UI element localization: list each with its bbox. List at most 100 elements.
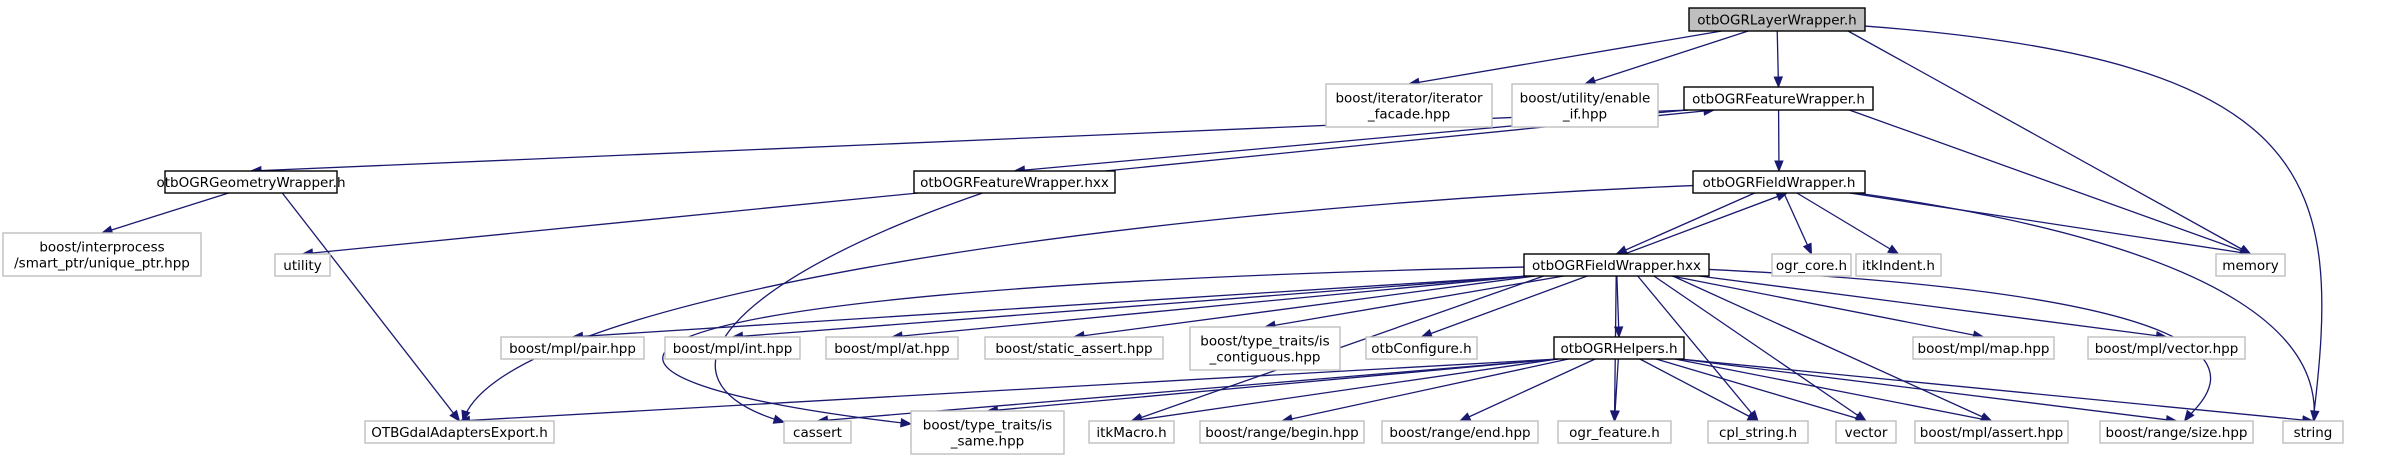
node-box [1088, 420, 1175, 444]
node-box [2215, 253, 2286, 277]
edge-fieldwrapper-h-to-fieldwrapper-hxx [1615, 192, 1755, 255]
node-fieldwrapper-h[interactable]: otbOGRFieldWrapper.h [1692, 170, 1866, 194]
edge-fieldwrapper-h-to-itkindent [1796, 192, 1900, 255]
node-range-size: boost/range/size.hpp [2099, 420, 2254, 444]
node-label: _same.hpp [950, 434, 1025, 450]
node-gdaladapters: OTBGdalAdaptersExport.h [364, 420, 555, 444]
edge-line [281, 192, 461, 422]
node-box [1557, 420, 1672, 444]
edge-line [1637, 275, 1759, 422]
node-featurewrapper-h[interactable]: otbOGRFeatureWrapper.h [1683, 86, 1874, 111]
edge-line [1864, 25, 2323, 422]
node-label: string [2294, 425, 2333, 441]
node-memory: memory [2215, 253, 2286, 277]
node-label: boost/mpl/at.hpp [834, 341, 950, 357]
node-box [1381, 420, 1539, 444]
edge-arrowhead [900, 418, 913, 428]
node-label: utility [283, 258, 321, 274]
node-itkindent: itkIndent.h [1855, 253, 1942, 277]
edge-geometrywrapper-h-to-smart-ptr [100, 192, 229, 235]
node-label: boost/range/size.hpp [2106, 425, 2248, 441]
edge-featurewrapper-h-to-fieldwrapper-h [1774, 109, 1784, 173]
edge-line [1679, 358, 2177, 422]
node-box [1553, 336, 1685, 360]
node-label: itkIndent.h [1862, 258, 1935, 274]
edge-line [1624, 192, 1788, 255]
node-label: boost/mpl/int.hpp [673, 341, 793, 357]
edge-line [987, 358, 1559, 412]
node-label: boost/range/end.hpp [1389, 425, 1530, 441]
node-box [2282, 420, 2344, 444]
node-box [1692, 170, 1866, 194]
edge-fieldwrapper-hxx-to-otbconfigure [1420, 275, 1588, 338]
edge-line [1584, 30, 1749, 85]
node-box [1365, 336, 1478, 360]
edge-layerwrapper-h-to-featurewrapper-h [1773, 30, 1783, 89]
node-ogr-core: ogr_core.h [1771, 253, 1852, 277]
node-box [164, 170, 338, 194]
edge-fieldwrapper-hxx-to-mpl-pair [571, 275, 1529, 342]
node-box [1199, 420, 1365, 444]
edge-line [1264, 275, 1564, 328]
edge-line [1847, 30, 2251, 255]
edge-arrowhead [449, 409, 461, 423]
edge-line [101, 192, 229, 234]
edge-arrowhead [1420, 328, 1433, 338]
node-fieldwrapper-hxx[interactable]: otbOGRFieldWrapper.hxx [1523, 253, 1710, 277]
edge-line [1796, 192, 1899, 255]
node-smart-ptr: boost/interprocess/smart_ptr/unique_ptr.… [2, 232, 202, 277]
edge-featurewrapper-h-to-memory [1849, 109, 2252, 255]
node-label: _if.hpp [1562, 107, 1607, 123]
edge-line [1783, 192, 1813, 255]
edge-line [1408, 30, 1722, 85]
edge-fieldwrapper-hxx-to-ogrhelpers [1613, 275, 1624, 339]
node-itkmacro: itkMacro.h [1088, 420, 1175, 444]
edge-arrowhead [1887, 244, 1900, 255]
node-enable-if: boost/utility/enable_if.hpp [1511, 83, 1659, 128]
node-geometrywrapper-h[interactable]: otbOGRGeometryWrapper.h [156, 170, 346, 194]
node-label: boost/utility/enable [1520, 91, 1651, 107]
edge-ogrhelpers-to-mpl-assert [1674, 358, 1993, 424]
node-featurewrapper-hxx[interactable]: otbOGRFeatureWrapper.hxx [913, 170, 1116, 194]
node-box [913, 170, 1116, 194]
edge-line [1653, 275, 1867, 422]
node-box [1523, 253, 1710, 277]
node-ogrhelpers[interactable]: otbOGRHelpers.h [1553, 336, 1685, 360]
edge-arrowhead [2183, 409, 2195, 423]
node-label: _facade.hpp [1367, 107, 1450, 123]
edge-fieldwrapper-hxx-to-vector [1653, 275, 1868, 422]
node-mpl-assert: boost/mpl/assert.hpp [1914, 420, 2069, 444]
node-box [910, 410, 1065, 455]
edge-line [1672, 275, 1992, 422]
node-label: memory [2222, 258, 2278, 274]
node-label: otbConfigure.h [1371, 341, 1471, 357]
edge-fieldwrapper-hxx-to-mpl-int [731, 275, 1529, 341]
node-box [1511, 83, 1659, 128]
node-box [783, 420, 852, 444]
node-label: otbOGRFieldWrapper.h [1703, 175, 1856, 191]
node-cpl-string: cpl_string.h [1707, 420, 1809, 444]
node-range-begin: boost/range/begin.hpp [1199, 420, 1365, 444]
edge-line [1849, 109, 2251, 255]
edge-arrowhead [1773, 76, 1783, 89]
node-box [1912, 336, 2055, 360]
edge-geometrywrapper-h-to-gdaladapters [281, 192, 461, 423]
node-label: itkMacro.h [1096, 425, 1166, 441]
node-layerwrapper-h[interactable]: otbOGRLayerWrapper.h [1688, 7, 1866, 32]
node-mpl-int: boost/mpl/int.hpp [664, 336, 801, 360]
node-box [1771, 253, 1852, 277]
node-label: boost/mpl/pair.hpp [509, 341, 636, 357]
node-label: /smart_ptr/unique_ptr.hpp [14, 256, 190, 272]
edge-arrowhead [2310, 410, 2320, 423]
edge-layerwrapper-h-to-iterator-facade [1407, 30, 1722, 87]
edge-line [1131, 358, 1559, 422]
node-box [1683, 86, 1874, 111]
edge-fieldwrapper-hxx-to-fieldwrapper-h [1624, 192, 1789, 255]
node-mpl-pair: boost/mpl/pair.hpp [500, 336, 645, 360]
edge-arrowhead [1613, 326, 1624, 339]
node-label: _contiguous.hpp [1209, 350, 1321, 366]
node-ogr-feature: ogr_feature.h [1557, 420, 1672, 444]
node-label: otbOGRGeometryWrapper.h [156, 175, 345, 191]
edge-layerwrapper-h-to-memory [1847, 30, 2252, 255]
edge-ogrhelpers-to-ogr-feature [1610, 358, 1620, 423]
